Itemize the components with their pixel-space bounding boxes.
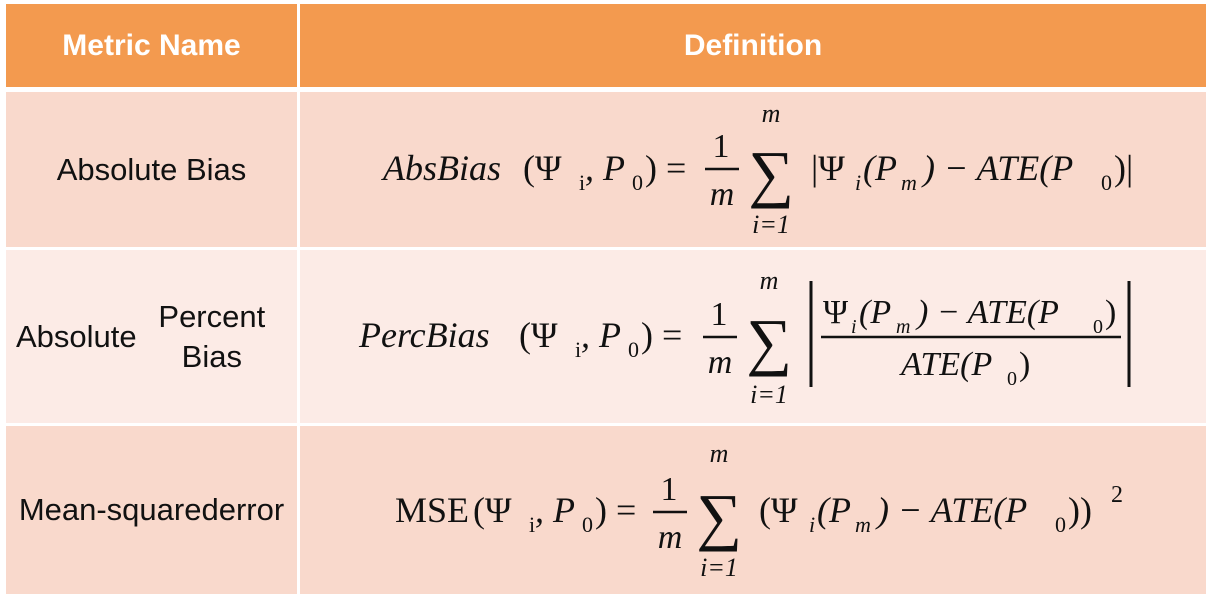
body-a: (P [863, 148, 897, 188]
frac-den: m [710, 176, 735, 213]
header-metric-name: Metric Name [6, 4, 300, 92]
formula-lhs-name: PercBias [358, 315, 490, 355]
den-b: ) [1019, 346, 1030, 383]
den-sub-0: 0 [1007, 368, 1017, 390]
sum-top: m [762, 99, 781, 128]
body-b: ) − ATE(P [921, 148, 1073, 188]
formula-args: (Ψ [473, 490, 512, 530]
formula-lhs-name: AbsBias [381, 148, 501, 188]
formula-mse-svg: MSE (Ψ i , P 0 ) = 1 m m ∑ i=1 (Ψ i (P m… [395, 439, 1123, 582]
formula-p0-sub: 0 [582, 512, 593, 537]
frac-den: m [658, 519, 683, 556]
frac-den: m [708, 344, 733, 381]
body-c: )| [1114, 148, 1133, 188]
frac-num: 1 [711, 296, 728, 333]
formula-arg-sub: i [529, 512, 535, 537]
formula-percbias-svg: PercBias (Ψ i , P 0 ) = 1 m m ∑ i=1 Ψ i … [358, 266, 1131, 409]
num-c: ) − ATE(P [915, 294, 1059, 331]
sum-top: m [760, 266, 779, 295]
row-name-line: error [218, 492, 285, 527]
formula-close: ) = [595, 490, 636, 530]
row-name-mean-squared-error: Mean-squared error [6, 426, 300, 594]
num-a: Ψ [823, 294, 848, 331]
frac-num: 1 [661, 471, 678, 508]
formula-args2: , P [581, 315, 621, 355]
formula-lhs-name: MSE [395, 490, 469, 530]
sum-bottom: i=1 [752, 210, 790, 239]
formula-mean-squared-error: MSE (Ψ i , P 0 ) = 1 m m ∑ i=1 (Ψ i (P m… [300, 426, 1206, 594]
formula-close: ) = [641, 315, 682, 355]
num-sub-i: i [851, 316, 857, 338]
body-sub-0: 0 [1101, 170, 1112, 195]
row-name-line: Mean-squared [18, 492, 219, 527]
body-sub-m: m [901, 170, 917, 195]
formula-p0-sub: 0 [628, 337, 639, 362]
sum-top: m [710, 439, 729, 468]
header-definition: Definition [300, 4, 1206, 92]
formula-arg-sub: i [579, 170, 585, 195]
row-name-absolute-bias: Absolute Bias [6, 92, 300, 250]
num-b: (P [859, 294, 891, 331]
sum-sign: ∑ [748, 138, 794, 209]
row-name-line: Absolute Bias [56, 151, 247, 187]
formula-absolute-percent-bias: PercBias (Ψ i , P 0 ) = 1 m m ∑ i=1 Ψ i … [300, 250, 1206, 426]
formula-absolute-bias: AbsBias (Ψ i , P 0 ) = 1 m m ∑ i=1 |Ψ i … [300, 92, 1206, 250]
body-exponent: 2 [1111, 482, 1123, 508]
formula-arg-sub: i [575, 337, 581, 362]
body-c: )) [1068, 490, 1092, 530]
num-sub-m: m [896, 316, 910, 338]
sum-sign: ∑ [696, 481, 742, 552]
formula-close: ) = [645, 148, 686, 188]
row-name-absolute-percent-bias: Absolute Percent Bias [6, 250, 300, 426]
sum-bottom: i=1 [700, 553, 738, 582]
metrics-table: Metric Name Definition Absolute Bias Abs… [6, 4, 1206, 594]
den-a: ATE(P [899, 346, 992, 383]
row-name-line: Percent Bias [158, 298, 266, 374]
body-open: (Ψ [759, 490, 798, 530]
frac-num: 1 [713, 128, 730, 165]
formula-args: (Ψ [519, 315, 558, 355]
formula-args2: , P [585, 148, 625, 188]
num-d: ) [1105, 294, 1116, 331]
sum-sign: ∑ [746, 306, 792, 377]
formula-args2: , P [535, 490, 575, 530]
body-sub-0: 0 [1055, 512, 1066, 537]
num-sub-0: 0 [1093, 316, 1103, 338]
formula-absbias-svg: AbsBias (Ψ i , P 0 ) = 1 m m ∑ i=1 |Ψ i … [381, 99, 1133, 239]
row-name-line: Absolute [16, 318, 137, 354]
formula-p0-sub: 0 [632, 170, 643, 195]
body-b: ) − ATE(P [875, 490, 1027, 530]
body-open: |Ψ [811, 148, 845, 188]
formula-args: (Ψ [523, 148, 562, 188]
body-sub-i: i [855, 170, 861, 195]
body-sub-i: i [809, 512, 815, 537]
sum-bottom: i=1 [750, 380, 788, 409]
body-a: (P [817, 490, 851, 530]
body-sub-m: m [855, 512, 871, 537]
